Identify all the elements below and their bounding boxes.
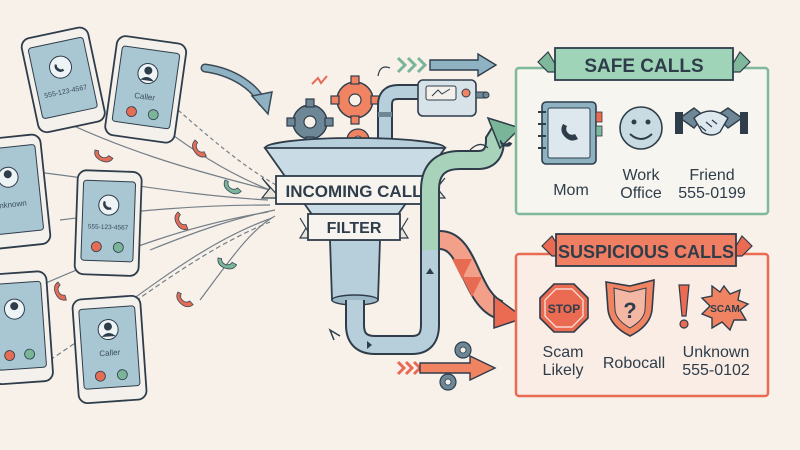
exclamation-icon [678, 284, 690, 329]
suspicious-route-pipe [438, 230, 526, 330]
suspicious-item-likely: Likely [543, 362, 584, 379]
swirl-mark [469, 143, 489, 151]
incoming-phone-3: nknown [0, 133, 52, 250]
question-mark-icon: ? [623, 298, 636, 323]
funnel-title-text: INCOMING CALL [286, 182, 423, 201]
safe-calls-title: SAFE CALLS [584, 56, 703, 77]
chevron-arrows-top [396, 52, 498, 78]
stop-sign-icon: STOP [539, 283, 589, 333]
incoming-phone-4: 555-123-4567 [73, 169, 143, 277]
funnel-banner-top: INCOMING CALL [260, 175, 447, 205]
intake-arrow-icon [200, 63, 273, 116]
spark-arrow-icon [311, 75, 328, 85]
funnel-banner-bottom: FILTER [298, 213, 410, 241]
chevron-arrows-bottom [396, 354, 497, 382]
safe-item-mom: Mom [553, 182, 589, 199]
safe-item-friend: Friend [689, 167, 734, 184]
bottom-pipe [345, 250, 440, 355]
incoming-phone-6: Caller [71, 294, 148, 405]
safe-item-friend-number: 555-0199 [678, 185, 746, 202]
suspicious-calls-title: SUSPICIOUS CALLS [558, 242, 734, 262]
caller-label: nknown [0, 198, 27, 210]
handshake-icon [675, 107, 748, 136]
stop-sign-text: STOP [548, 302, 580, 316]
safe-route-pipe [420, 116, 522, 250]
pressure-pipe [377, 84, 420, 150]
warning-shield-icon: ? [605, 278, 655, 337]
incoming-phone-5 [0, 270, 54, 386]
caller-label: Caller [99, 348, 121, 358]
suspicious-item-robocall: Robocall [603, 355, 665, 372]
suspicious-item-unknown-number: 555-0102 [682, 362, 750, 379]
incoming-phone-1: 555-123-4567 [20, 26, 106, 134]
gear-icon-grey [286, 98, 334, 146]
safe-item-work: Work [622, 167, 660, 184]
safe-item-office: Office [620, 185, 662, 202]
phone-number-text: 555-123-4567 [88, 223, 129, 231]
incoming-phone-2: Caller [104, 35, 188, 144]
caller-label: Caller [134, 91, 156, 103]
curly-connector [377, 66, 391, 77]
scam-burst-text: SCAM [710, 304, 739, 315]
suspicious-item-unknown: Unknown [683, 344, 750, 361]
suspicious-item-scam: Scam [543, 344, 584, 361]
gear-icon-bottom-1 [454, 341, 472, 359]
smiley-icon [619, 106, 663, 150]
stream-handset-icons [54, 139, 242, 308]
funnel-subtitle-text: FILTER [327, 220, 382, 237]
gear-icon-orange [330, 75, 380, 125]
gauge-icon [417, 79, 490, 117]
address-book-icon [538, 101, 603, 165]
gear-icon-bottom-2 [439, 373, 457, 391]
scam-burst-icon: SCAM [700, 284, 750, 332]
bottom-left-arrow-icon [328, 328, 341, 341]
